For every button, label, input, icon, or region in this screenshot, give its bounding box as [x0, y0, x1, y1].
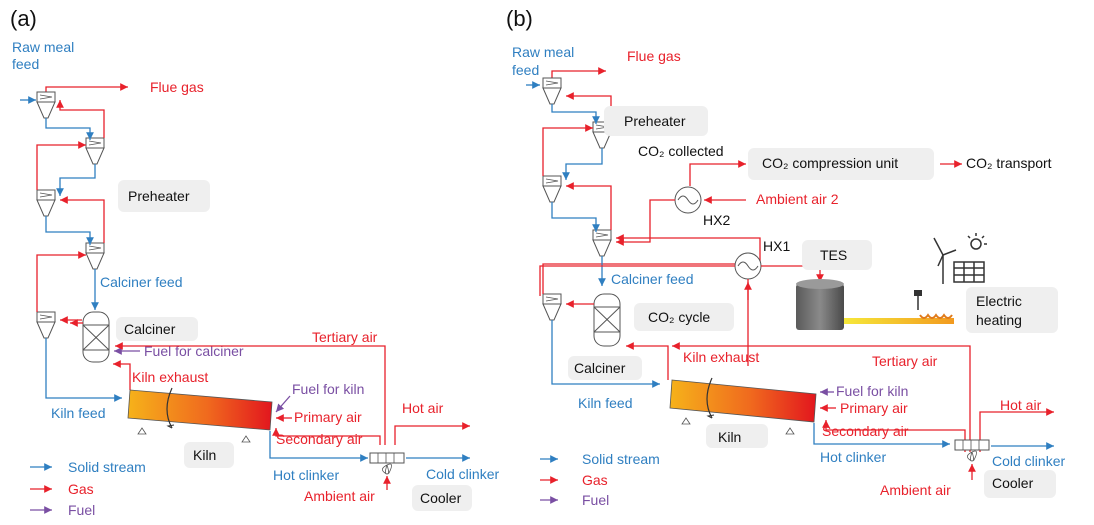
- panel-a-label: (a): [10, 6, 37, 31]
- kiln-body-a: [127, 389, 273, 431]
- cyclone-1-icon: [36, 91, 56, 119]
- fuel-for-kiln-label-b: Fuel for kiln: [836, 383, 908, 399]
- renewable-energy-icon: [933, 233, 987, 284]
- calciner-feed-label-b: Calciner feed: [611, 271, 694, 287]
- flue-gas-label: Flue gas: [150, 79, 204, 95]
- hx2-label: HX2: [703, 212, 730, 228]
- raw-meal-feed-label-b1: Raw meal: [512, 44, 574, 60]
- cold-clinker-label-b: Cold clinker: [992, 453, 1065, 469]
- heating-element: [844, 318, 954, 324]
- legend-fuel-b: Fuel: [582, 492, 609, 508]
- kiln-exhaust-label-b: Kiln exhaust: [683, 349, 759, 365]
- kiln-label-a: Kiln: [193, 447, 216, 463]
- hot-clinker-label-a: Hot clinker: [273, 467, 339, 483]
- fan-icon-a: [382, 463, 392, 475]
- kiln-exhaust-label-a: Kiln exhaust: [132, 369, 208, 385]
- secondary-air-label-b: Secondary air: [822, 423, 909, 439]
- kiln-body-b: [669, 379, 817, 423]
- legend-solid-b: Solid stream: [582, 451, 660, 467]
- kiln-feed-label-a: Kiln feed: [51, 405, 105, 421]
- tes-label: TES: [820, 247, 847, 263]
- legend-solid-a: Solid stream: [68, 459, 146, 475]
- cyclone-2-icon: [85, 137, 105, 165]
- ambient-air-label-a: Ambient air: [304, 488, 375, 504]
- legend-fuel-a: Fuel: [68, 502, 95, 518]
- co2-compression-unit-label: CO₂ compression unit: [762, 155, 898, 171]
- cyclone-b4-icon: [592, 229, 612, 257]
- raw-meal-feed-label-2: feed: [12, 56, 39, 72]
- primary-air-label-a: Primary air: [294, 409, 362, 425]
- fuel-for-kiln-label-a: Fuel for kiln: [292, 381, 364, 397]
- secondary-air-label-a: Secondary air: [276, 431, 363, 447]
- flue-gas-label-b: Flue gas: [627, 48, 681, 64]
- electric-heating-label-2: heating: [976, 312, 1022, 328]
- calciner-label-b: Calciner: [574, 360, 626, 376]
- fuel-for-calciner-label: Fuel for calciner: [144, 343, 244, 359]
- raw-meal-feed-label-b2: feed: [512, 62, 539, 78]
- tertiary-air-label-a: Tertiary air: [312, 329, 378, 345]
- hot-clinker-label-b: Hot clinker: [820, 449, 886, 465]
- legend-gas-a: Gas: [68, 481, 94, 497]
- calciner-label-a: Calciner: [124, 321, 176, 337]
- cold-clinker-label-a: Cold clinker: [426, 466, 499, 482]
- cooler-grate-a: [369, 452, 405, 464]
- cyclone-3-icon: [36, 189, 56, 217]
- cooler-label-b: Cooler: [992, 475, 1034, 491]
- panel-a: (a) Raw meal feed Flue gas P: [10, 6, 499, 518]
- ambient-air-label-b: Ambient air: [880, 482, 951, 498]
- calciner-feed-label-a: Calciner feed: [100, 274, 183, 290]
- hot-air-label-a: Hot air: [402, 400, 444, 416]
- fan-icon-b: [967, 450, 977, 462]
- kiln-label-b: Kiln: [718, 429, 741, 445]
- tertiary-air-label-b: Tertiary air: [872, 353, 938, 369]
- raw-meal-feed-label-1: Raw meal: [12, 39, 74, 55]
- preheater-label-b: Preheater: [624, 113, 686, 129]
- hx1-label: HX1: [763, 238, 790, 254]
- panel-b-label: (b): [506, 6, 533, 31]
- panel-b: (b) Raw meal feed Flue gas Preheater CO₂…: [506, 6, 1065, 508]
- co2-collected-label: CO₂ collected: [638, 143, 724, 159]
- cyclone-4-icon: [85, 242, 105, 270]
- tes-tank-icon: [796, 284, 844, 330]
- primary-air-label-b: Primary air: [840, 400, 908, 416]
- cyclone-b1-icon: [542, 77, 562, 105]
- legend-a: Solid stream Gas Fuel: [30, 459, 146, 518]
- cooler-grate-b: [954, 439, 990, 451]
- ambient-air-2-label: Ambient air 2: [756, 191, 839, 207]
- cyclone-5-icon: [36, 311, 56, 339]
- co2-cycle-label: CO₂ cycle: [648, 309, 710, 325]
- cooler-label-a: Cooler: [420, 490, 462, 506]
- cyclone-b3-icon: [542, 175, 562, 203]
- cyclone-b5-icon: [542, 293, 562, 321]
- legend-gas-b: Gas: [582, 472, 608, 488]
- electric-heating-label-1: Electric: [976, 293, 1022, 309]
- preheater-label-a: Preheater: [128, 188, 190, 204]
- hot-air-label-b: Hot air: [1000, 397, 1042, 413]
- co2-transport-label: CO₂ transport: [966, 155, 1052, 171]
- kiln-feed-label-b: Kiln feed: [578, 395, 632, 411]
- legend-b: Solid stream Gas Fuel: [540, 451, 660, 508]
